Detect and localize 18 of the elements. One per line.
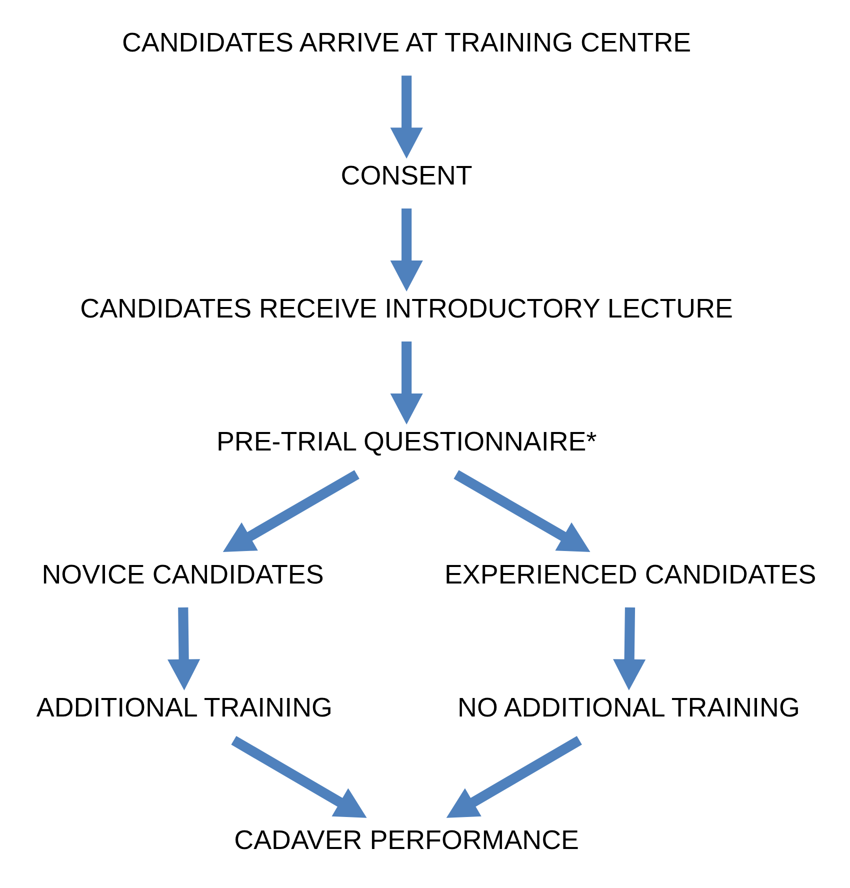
arrow [167, 607, 200, 690]
node-text: CANDIDATES ARRIVE AT TRAINING CENTRE [122, 28, 691, 58]
arrow [230, 736, 366, 818]
arrow [390, 342, 422, 424]
arrow [390, 208, 422, 292]
node-text: CONSENT [340, 160, 472, 191]
arrow [612, 607, 646, 690]
arrow [453, 470, 590, 552]
node-text: CANDIDATES RECEIVE INTRODUCTORY LECTURE [80, 293, 732, 324]
node-text: PRE-TRIAL QUESTIONNAIRE* [216, 426, 596, 456]
node-text: ADDITIONAL TRAINING [36, 692, 332, 722]
arrow [446, 736, 582, 818]
node-text: NO ADDITIONAL TRAINING [457, 692, 800, 722]
node-text: NOVICE CANDIDATES [41, 559, 324, 590]
arrow [390, 76, 422, 159]
node-text: CADAVER PERFORMANCE [234, 825, 578, 856]
node-text: EXPERIENCED CANDIDATES [444, 559, 816, 590]
arrow [222, 470, 359, 552]
